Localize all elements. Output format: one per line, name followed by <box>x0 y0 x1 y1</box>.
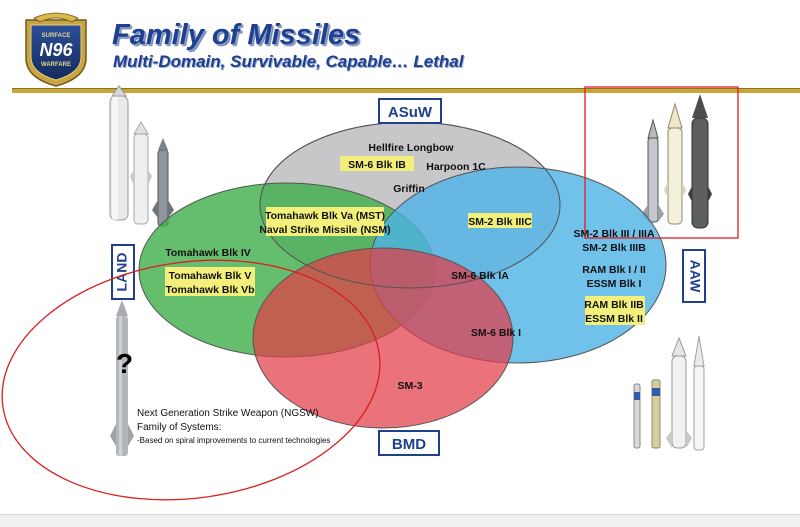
missile-harpoon-1c: Harpoon 1C <box>426 161 486 173</box>
missile-tomahawk-va: Tomahawk Blk Va (MST) <box>265 210 385 222</box>
missile-image-top-left <box>109 85 174 227</box>
missile-ram-blk-iib: RAM Blk IIB <box>584 299 644 311</box>
logo-text-surface: SURFACE <box>42 33 71 39</box>
missile-ram-blk-i-ii: RAM Blk I / II <box>582 264 646 276</box>
missile-image-bottom-right <box>633 335 705 451</box>
bmd-box: BMD <box>378 430 440 456</box>
n96-logo: SURFACE N96 WARFARE <box>25 12 87 87</box>
missile-tomahawk-blk-iv: Tomahawk Blk IV <box>165 247 251 259</box>
asuw-label: ASuW <box>388 104 433 121</box>
missile-sm6-blk-ib: SM-6 Blk IB <box>348 159 406 171</box>
missile-griffin: Griffin <box>393 183 425 195</box>
land-label: LAND <box>114 253 130 292</box>
land-box: LAND <box>111 244 135 300</box>
highlight-tomahawk-v <box>165 267 255 296</box>
bmd-ellipse <box>252 247 514 429</box>
logo-text-warfare: WARFARE <box>41 62 71 68</box>
ngsw-title: Next Generation Strike Weapon (NGSW) <box>137 408 319 419</box>
header-rule <box>12 88 800 93</box>
missile-sm3: SM-3 <box>397 380 422 392</box>
missile-tomahawk-blk-v: Tomahawk Blk V <box>169 270 252 282</box>
highlight-ram-essm <box>585 296 645 325</box>
missile-sm2-blk-iii-iiia: SM-2 Blk III / IIIA <box>573 228 655 240</box>
missile-sm6-blk-i: SM-6 Blk I <box>471 327 521 339</box>
missile-essm-blk-i: ESSM Blk I <box>587 278 642 290</box>
missile-sm2-blk-iiib: SM-2 Blk IIIB <box>582 242 646 254</box>
page-title: Family of Missiles <box>112 19 361 51</box>
page-subtitle: Multi-Domain, Survivable, Capable… Letha… <box>113 52 464 71</box>
annotation-red-circle <box>1 259 381 501</box>
ngsw-question-mark: ? <box>116 348 133 379</box>
logo-text-n96: N96 <box>39 40 73 60</box>
highlight-sm6-blk-ib <box>340 156 414 171</box>
footer-bar <box>0 514 800 527</box>
aaw-label: AAW <box>687 260 703 293</box>
ngsw-family-label: Family of Systems: <box>137 422 221 433</box>
missile-nsm: Naval Strike Missile (NSM) <box>259 224 390 236</box>
aaw-box: AAW <box>682 249 706 303</box>
missile-essm-blk-ii: ESSM Blk II <box>585 313 643 325</box>
missile-sm2-blk-iiic: SM-2 Blk IIIC <box>468 216 532 228</box>
annotation-red-rectangle <box>584 86 739 239</box>
bmd-label: BMD <box>392 436 426 453</box>
missile-tomahawk-blk-vb: Tomahawk Blk Vb <box>165 284 254 296</box>
missile-hellfire-longbow: Hellfire Longbow <box>368 142 454 154</box>
ngsw-description: -Based on spiral improvements to current… <box>137 436 330 445</box>
missile-image-top-right <box>642 94 712 229</box>
asuw-box: ASuW <box>378 98 442 124</box>
missile-sm6-blk-ia: SM-6 Blk IA <box>451 270 509 282</box>
ngsw-missile-image <box>110 300 134 456</box>
highlight-land-asuw <box>266 207 384 236</box>
highlight-sm2-blk-iiic <box>468 213 532 228</box>
